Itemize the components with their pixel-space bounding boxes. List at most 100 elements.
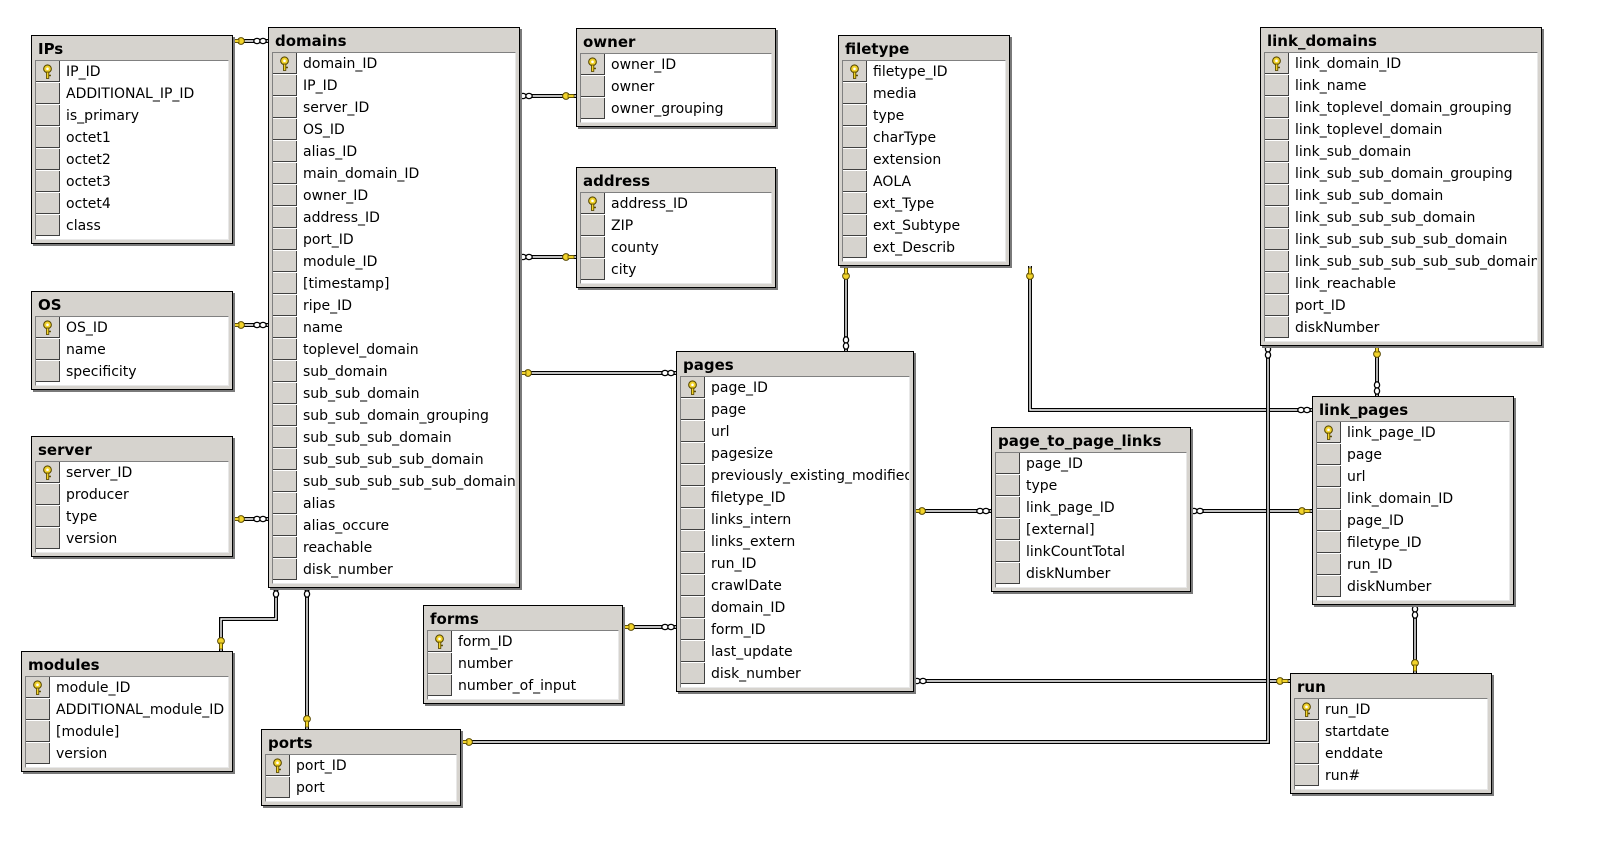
column-row[interactable]: sub_sub_domain [273,383,515,405]
row-selector[interactable] [1265,229,1289,250]
column-row[interactable]: sub_sub_sub_sub_sub_domain [273,471,515,493]
column-row[interactable]: enddate [1295,743,1487,765]
column-row[interactable]: sub_sub_sub_sub_domain [273,449,515,471]
row-selector[interactable] [273,119,297,140]
column-row[interactable]: link_sub_sub_sub_sub_domain [1265,229,1537,251]
row-selector[interactable] [273,163,297,184]
column-row[interactable]: number_of_input [428,675,618,697]
row-selector[interactable] [1265,185,1289,206]
row-selector[interactable] [1265,141,1289,162]
column-row[interactable]: [external] [996,519,1186,541]
row-selector[interactable] [1265,251,1289,272]
row-selector[interactable] [681,399,705,420]
column-row[interactable]: class [36,215,228,237]
row-selector[interactable] [273,75,297,96]
row-selector[interactable] [1265,119,1289,140]
column-row[interactable]: disk_number [273,559,515,581]
column-row[interactable]: run_ID [1295,699,1487,721]
row-selector[interactable] [996,519,1020,540]
row-selector[interactable] [996,475,1020,496]
table-title[interactable]: address [583,172,651,190]
row-selector[interactable] [996,497,1020,518]
row-selector[interactable] [273,515,297,536]
row-selector[interactable] [36,193,60,214]
relationship-run-link_pages[interactable] [1411,604,1419,673]
column-row[interactable]: diskNumber [1265,317,1537,339]
column-row[interactable]: module_ID [26,677,228,699]
row-selector[interactable] [266,777,290,798]
relationship-owner-domains[interactable] [518,92,576,100]
primary-key-icon[interactable] [26,677,50,698]
column-row[interactable]: server_ID [36,462,228,484]
column-row[interactable]: domain_ID [273,53,515,75]
column-row[interactable]: link_page_ID [1317,422,1509,444]
row-selector[interactable] [996,563,1020,584]
row-selector[interactable] [273,295,297,316]
column-row[interactable]: port_ID [273,229,515,251]
relationship-modules-domains[interactable] [217,583,280,651]
column-row[interactable]: reachable [273,537,515,559]
column-row[interactable]: port_ID [1265,295,1537,317]
row-selector[interactable] [1317,488,1341,509]
row-selector[interactable] [1265,317,1289,338]
column-row[interactable]: [timestamp] [273,273,515,295]
column-row[interactable]: name [36,339,228,361]
relationship-filetype-pages[interactable] [842,266,850,351]
row-selector[interactable] [681,487,705,508]
relationship-ports-domains[interactable] [303,583,311,729]
column-row[interactable]: port [266,777,456,799]
column-row[interactable]: type [843,105,1005,127]
column-row[interactable]: link_reachable [1265,273,1537,295]
relationship-forms-pages[interactable] [621,623,676,631]
column-row[interactable]: OS_ID [273,119,515,141]
row-selector[interactable] [273,317,297,338]
row-selector[interactable] [1317,576,1341,597]
column-row[interactable]: version [36,528,228,550]
column-row[interactable]: ext_Subtype [843,215,1005,237]
column-row[interactable]: link_page_ID [996,497,1186,519]
column-row[interactable]: port_ID [266,755,456,777]
column-row[interactable]: url [681,421,909,443]
relationship-run-pages[interactable] [912,677,1290,685]
column-row[interactable]: links_intern [681,509,909,531]
column-row[interactable]: type [996,475,1186,497]
row-selector[interactable] [273,383,297,404]
column-row[interactable]: page_ID [1317,510,1509,532]
row-selector[interactable] [1295,743,1319,764]
column-row[interactable]: owner_grouping [581,98,771,120]
column-row[interactable]: OS_ID [36,317,228,339]
row-selector[interactable] [1265,295,1289,316]
column-row[interactable]: type [36,506,228,528]
row-selector[interactable] [273,493,297,514]
column-row[interactable]: IP_ID [273,75,515,97]
column-row[interactable]: page [681,399,909,421]
row-selector[interactable] [581,259,605,280]
table-title[interactable]: link_pages [1319,401,1409,419]
column-row[interactable]: address_ID [581,193,771,215]
primary-key-icon[interactable] [581,54,605,75]
column-row[interactable]: link_domain_ID [1317,488,1509,510]
column-row[interactable]: form_ID [428,631,618,653]
column-row[interactable]: alias_occure [273,515,515,537]
column-row[interactable]: filetype_ID [843,61,1005,83]
row-selector[interactable] [36,528,60,549]
row-selector[interactable] [428,675,452,696]
column-row[interactable]: media [843,83,1005,105]
row-selector[interactable] [273,559,297,580]
primary-key-icon[interactable] [581,193,605,214]
row-selector[interactable] [1317,554,1341,575]
column-row[interactable]: main_domain_ID [273,163,515,185]
table-title[interactable]: link_domains [1267,32,1377,50]
row-selector[interactable] [1265,207,1289,228]
row-selector[interactable] [26,699,50,720]
row-selector[interactable] [273,97,297,118]
column-row[interactable]: link_toplevel_domain_grouping [1265,97,1537,119]
row-selector[interactable] [36,484,60,505]
column-row[interactable]: page [1317,444,1509,466]
column-row[interactable]: link_sub_sub_sub_domain [1265,207,1537,229]
column-row[interactable]: form_ID [681,619,909,641]
